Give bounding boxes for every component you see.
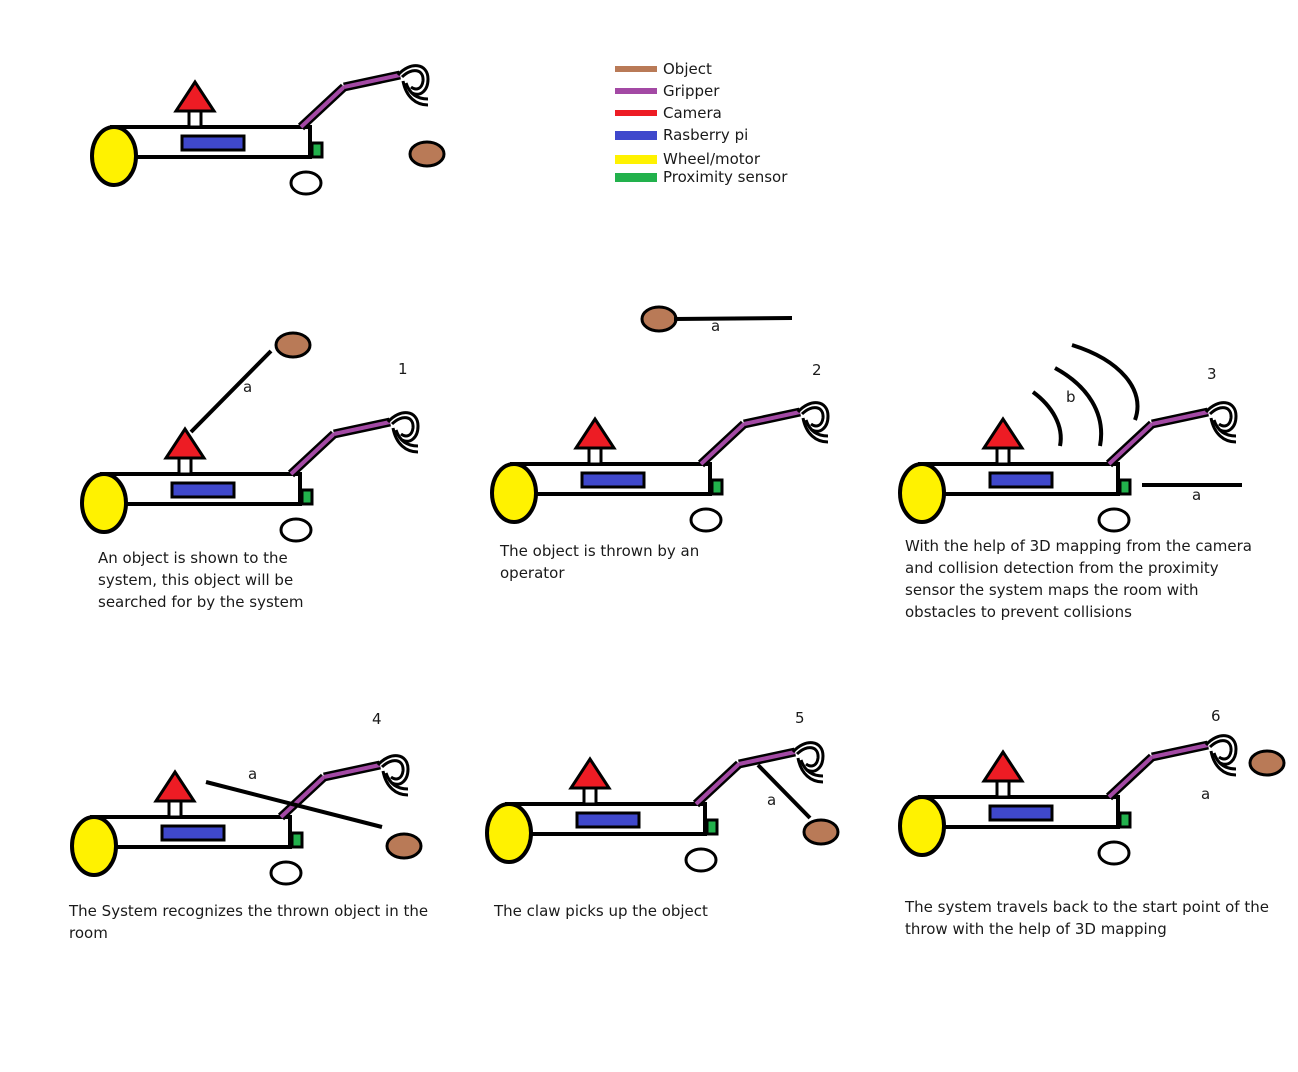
caption-step-3: With the help of 3D mapping from the cam… xyxy=(905,535,1252,623)
object-step-6 xyxy=(1248,749,1286,777)
sight-line-a-step-1 xyxy=(189,349,273,434)
caption-line: searched for by the system xyxy=(98,593,304,611)
legend-item-object: Object xyxy=(615,60,712,78)
caption-line: An object is shown to the xyxy=(98,549,288,567)
caption-line: The object is thrown by an xyxy=(500,542,700,560)
camera-wave-outer xyxy=(1071,343,1140,421)
label-a-step-2: a xyxy=(711,317,721,335)
object-step-5 xyxy=(802,818,840,846)
robot-overview xyxy=(92,66,428,194)
claw-line-a-step-5 xyxy=(756,763,812,820)
legend-item-gripper: Gripper xyxy=(615,82,719,100)
label-a-step-4: a xyxy=(248,765,258,783)
legend-label-gripper: Gripper xyxy=(663,82,720,100)
label-a-step-6: a xyxy=(1201,785,1211,803)
caption-line: throw with the help of 3D mapping xyxy=(905,920,1167,938)
caption-line: The System recognizes the thrown object … xyxy=(69,902,429,920)
robot-step-1 xyxy=(82,413,418,541)
legend-label-raspberry-pi: Rasberry pi xyxy=(663,126,749,144)
legend-swatch-camera xyxy=(615,110,657,116)
caption-line: sensor the system maps the room with xyxy=(905,581,1199,599)
sight-line-a-step-4 xyxy=(205,780,383,829)
object-step-2 xyxy=(640,305,678,333)
throw-line-a-step-2 xyxy=(673,316,793,321)
legend-swatch-raspberry-pi xyxy=(615,130,657,140)
legend-item-raspberry-pi: Rasberry pi xyxy=(615,126,748,144)
legend-swatch-gripper xyxy=(615,88,657,94)
object-step-1 xyxy=(274,331,312,359)
legend-label-proximity-sensor: Proximity sensor xyxy=(663,168,788,186)
object-overview xyxy=(408,140,446,168)
legend-swatch-object xyxy=(615,66,657,72)
caption-step-5: The claw picks up the object xyxy=(494,900,708,922)
camera-wave-middle xyxy=(1054,366,1104,447)
legend-item-proximity-sensor: Proximity sensor xyxy=(615,168,787,186)
caption-line: system, this object will be xyxy=(98,571,294,589)
legend-label-wheel-motor: Wheel/motor xyxy=(663,150,761,168)
step-number-1: 1 xyxy=(398,360,408,378)
camera-wave-inner xyxy=(1031,390,1063,447)
robot-step-3 xyxy=(900,403,1236,531)
step-number-3: 3 xyxy=(1207,365,1217,383)
label-b-step-3: b xyxy=(1066,388,1076,406)
caption-line: room xyxy=(69,924,108,942)
label-a-step-5: a xyxy=(767,791,777,809)
robot-step-2 xyxy=(492,403,828,531)
label-a-step-1: a xyxy=(243,378,253,396)
robot-step-6 xyxy=(900,736,1236,864)
caption-line: The system travels back to the start poi… xyxy=(905,898,1269,916)
caption-line: operator xyxy=(500,564,565,582)
caption-step-6: The system travels back to the start poi… xyxy=(905,896,1269,940)
step-number-6: 6 xyxy=(1211,707,1221,725)
caption-line: obstacles to prevent collisions xyxy=(905,603,1132,621)
caption-line: With the help of 3D mapping from the cam… xyxy=(905,537,1252,555)
legend-label-camera: Camera xyxy=(663,104,722,122)
legend-label-object: Object xyxy=(663,60,712,78)
legend-item-wheel-motor: Wheel/motor xyxy=(615,150,760,168)
legend-item-camera: Camera xyxy=(615,104,722,122)
caption-line: The claw picks up the object xyxy=(494,902,708,920)
caption-step-1: An object is shown to the system, this o… xyxy=(98,547,304,613)
label-a-step-3: a xyxy=(1192,486,1202,504)
step-number-2: 2 xyxy=(812,361,822,379)
legend-swatch-wheel-motor xyxy=(615,154,657,164)
step-number-4: 4 xyxy=(372,710,382,728)
step-number-5: 5 xyxy=(795,709,805,727)
legend-swatch-proximity-sensor xyxy=(615,172,657,182)
caption-step-4: The System recognizes the thrown object … xyxy=(69,900,428,944)
caption-line: and collision detection from the proximi… xyxy=(905,559,1219,577)
caption-step-2: The object is thrown by an operator xyxy=(500,540,699,584)
object-step-4 xyxy=(385,832,423,860)
